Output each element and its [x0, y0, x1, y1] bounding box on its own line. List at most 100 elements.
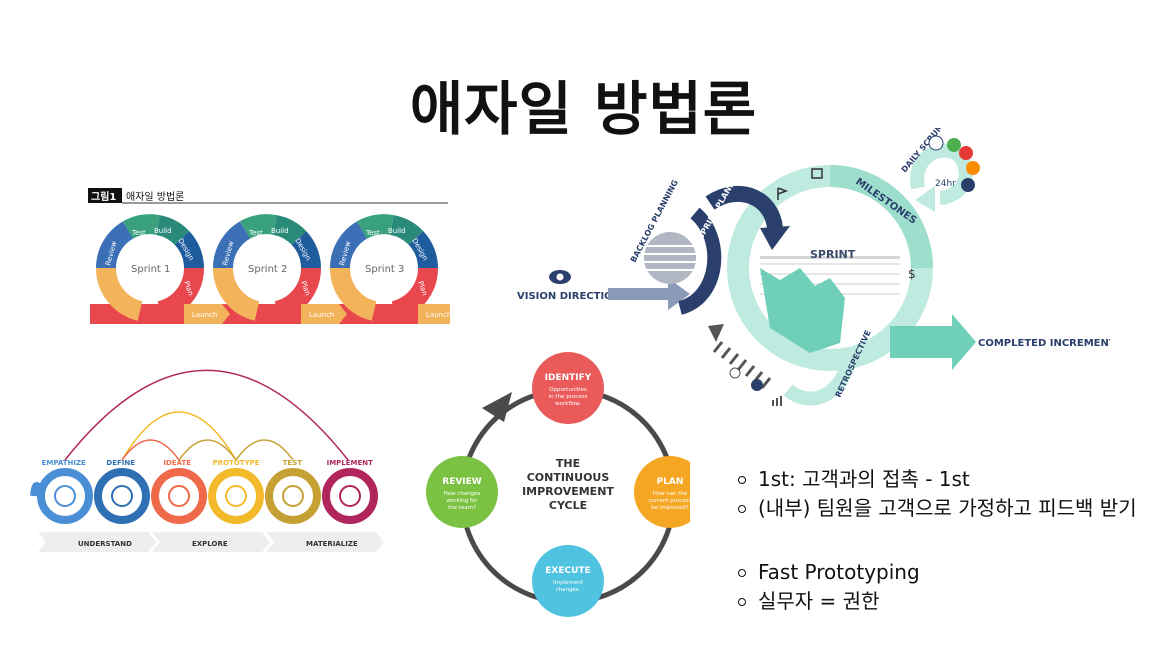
step-title: REVIEW: [442, 477, 482, 487]
stage-label: TEST: [283, 459, 303, 467]
stage-ring: [322, 468, 378, 524]
step-circle: [532, 545, 604, 617]
lightbulb-icon: [168, 485, 190, 507]
stage-ring: [94, 468, 150, 524]
hours-label: 24hr: [935, 179, 956, 189]
sprint-planning-arrow: [677, 207, 722, 315]
step-desc: Opportunities: [549, 387, 587, 393]
step-desc: changes.: [556, 587, 581, 593]
bullet-item: 1st: 고객과의 접촉 - 1st: [734, 465, 1164, 494]
step-desc: How can the: [653, 491, 688, 497]
caption-tag: 그림1: [91, 191, 116, 203]
vision-arrow: [608, 278, 690, 310]
stage-label: DEFINE: [106, 459, 135, 467]
caption-text: 애자일 방법론: [126, 191, 184, 203]
bar-chart-icon: [772, 396, 782, 406]
flag-icon: [777, 187, 789, 200]
feedback-arc: [121, 439, 180, 461]
stage-label: IMPLEMENT: [327, 459, 374, 467]
step-circle: [426, 456, 498, 528]
bullet-text: 1st: 고객과의 접촉 - 1st: [758, 467, 970, 491]
retrospective-arrow: [783, 356, 857, 406]
launch-arrow: [301, 304, 347, 324]
dollar-icon: $: [908, 267, 916, 281]
daily-scrum-loop: [910, 143, 973, 205]
magnifier-icon: [111, 485, 133, 507]
sprint-label: Sprint 3: [365, 264, 404, 275]
slide-title: 애자일 방법론: [409, 75, 758, 143]
cycle-title-line: THE: [556, 457, 580, 470]
feedback-arc: [121, 411, 237, 461]
step-desc: workflow.: [555, 401, 581, 407]
lightbulb-icon: [729, 367, 741, 379]
cycle-title-line: CYCLE: [549, 499, 587, 512]
close-icon: [959, 146, 973, 160]
stage-label: EMPATHIZE: [42, 459, 86, 467]
stage-ring: [37, 468, 93, 524]
sprint-circle: [117, 235, 183, 301]
step-desc: How changes: [444, 491, 481, 497]
feedback-arc: [64, 369, 349, 461]
phase-label: MATERIALIZE: [306, 540, 358, 548]
bullet-text: Fast Prototyping: [758, 560, 920, 584]
step-desc: Implement: [553, 580, 584, 586]
phase-bar: [152, 532, 270, 552]
feedback-arc: [235, 439, 294, 461]
phase-label: UNDERSTAND: [78, 540, 132, 548]
sprint-label: Sprint 2: [248, 264, 287, 275]
sprint-circle: [234, 235, 300, 301]
step-desc: current process: [649, 498, 690, 504]
sprint-cycle-figure: SPRINT VISION DIRECTION BACKLOG PLANNING…: [510, 122, 1116, 418]
stage-ring: [265, 468, 321, 524]
step-circle: [634, 456, 706, 528]
test-label: Test: [248, 229, 263, 237]
lightning-icon: [961, 178, 975, 192]
build-label: Build: [154, 227, 172, 235]
stage-label: IDEATE: [163, 459, 191, 467]
plan-bar: [90, 304, 442, 324]
step-circle: [532, 352, 604, 424]
chat-icon: [928, 135, 944, 151]
design-thinking-figure: EMPATHIZE DEFINE IDEATE PROTOTYPE TEST IMPLEM…: [30, 368, 390, 554]
vision-direction-label: VISION DIRECTION: [517, 291, 621, 302]
cycle-title-line: IMPROVEMENT: [522, 485, 614, 498]
check-icon: [947, 138, 961, 152]
sprint-label: Sprint 1: [131, 264, 170, 275]
step-desc: the team?: [448, 505, 476, 511]
burndown-area: [760, 268, 845, 353]
cycle-arrowhead: [482, 392, 512, 422]
stage-ring: [208, 468, 264, 524]
feedback-arc: [178, 439, 237, 461]
launch-label: Launch: [192, 311, 217, 319]
sprint-circle: [351, 235, 417, 301]
phase-label: EXPLORE: [192, 540, 228, 548]
stage-ring: [151, 468, 207, 524]
bullet-item: 실무자 = 권한: [734, 587, 1164, 616]
completed-increment-arrow: [890, 314, 976, 370]
test-label: Test: [131, 229, 146, 237]
phase-bar: [38, 532, 156, 552]
sprint-label: SPRINT: [810, 248, 856, 261]
stage-label: PROTOTYPE: [213, 459, 260, 467]
gift-icon: [811, 168, 823, 179]
step-desc: working for: [446, 498, 478, 504]
build-label: Build: [388, 227, 406, 235]
tools-icon: [225, 485, 247, 507]
completed-increment-label: COMPLETED INCREMENT: [978, 338, 1110, 349]
minus-icon: [966, 161, 980, 175]
rocket-icon: [339, 485, 361, 507]
step-desc: be improved?: [651, 505, 689, 511]
cycle-title-line: CONTINUOUS: [527, 471, 610, 484]
step-title: PLAN: [657, 477, 684, 487]
caption-tag-box: [88, 188, 122, 203]
heart-person-icon: [54, 485, 76, 507]
lightning-icon-2: [751, 379, 763, 391]
phase-bar: [266, 532, 384, 552]
bullet-text: (내부) 팀원을 고객으로 가정하고 피드백 받기: [758, 496, 1137, 520]
test-label: Test: [365, 229, 380, 237]
checklist-icon: [282, 485, 304, 507]
launch-label: Launch: [426, 311, 450, 319]
bullet-text: 실무자 = 권한: [758, 589, 880, 613]
